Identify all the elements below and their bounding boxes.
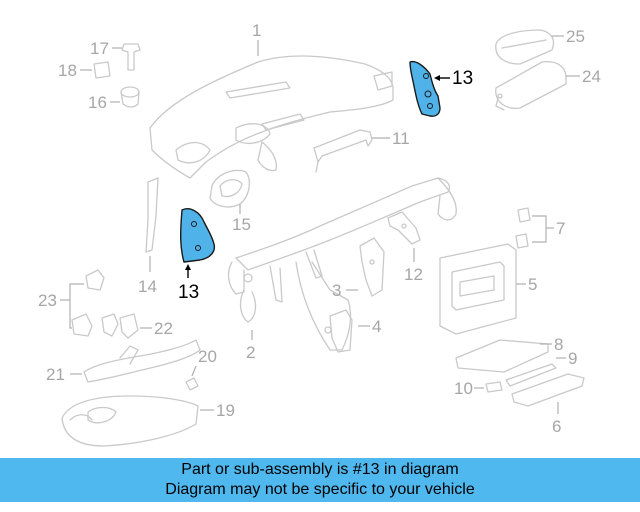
part-9-strip bbox=[505, 363, 557, 387]
part-5-center-bezel bbox=[439, 243, 517, 335]
callout-10: 10 bbox=[454, 379, 473, 398]
part-19-glove-box bbox=[61, 395, 199, 447]
part-3-bracket bbox=[359, 237, 385, 297]
callout-9: 9 bbox=[568, 349, 577, 368]
callout-25: 25 bbox=[566, 27, 585, 46]
banner-line-1: Part or sub-assembly is #13 in diagram bbox=[181, 461, 459, 478]
part-16-cup bbox=[120, 86, 140, 108]
banner-line-2: Diagram may not be specific to your vehi… bbox=[165, 481, 475, 498]
part-13-bracket-lower-highlighted bbox=[179, 208, 216, 263]
callout-6: 6 bbox=[552, 417, 561, 436]
callout-22: 22 bbox=[154, 319, 173, 338]
callout-18: 18 bbox=[58, 61, 77, 80]
part-dashboard bbox=[149, 55, 394, 179]
parts-diagram: 1 25 24 17 18 16 11 15 14 7 12 5 3 23 22… bbox=[38, 21, 601, 447]
callout-12: 12 bbox=[404, 265, 423, 284]
callout-20: 20 bbox=[198, 347, 217, 366]
part-17-clip bbox=[121, 43, 141, 71]
part-12-brace bbox=[387, 211, 421, 245]
part-4-support bbox=[329, 309, 353, 353]
callout-11: 11 bbox=[392, 129, 410, 148]
callout-1: 1 bbox=[252, 21, 261, 40]
callout-8: 8 bbox=[554, 335, 563, 354]
part-15-vent-duct bbox=[209, 169, 251, 208]
part-25-cover bbox=[495, 29, 555, 65]
callout-16: 16 bbox=[88, 93, 107, 112]
part-6-tray bbox=[511, 373, 585, 407]
callout-24: 24 bbox=[582, 67, 601, 86]
part-8-panel bbox=[455, 339, 549, 373]
callout-5: 5 bbox=[528, 275, 537, 294]
callout-14: 14 bbox=[138, 277, 157, 296]
callout-4: 4 bbox=[372, 317, 381, 336]
part-2-cross-beam bbox=[227, 177, 457, 351]
part-14-trim-pillar bbox=[145, 177, 159, 253]
part-13-bracket-upper-highlighted bbox=[409, 60, 441, 117]
callout-23: 23 bbox=[38, 291, 57, 310]
part-24-airbag-module bbox=[495, 60, 567, 111]
callout-13-lower: 13 bbox=[178, 282, 199, 303]
part-20-fastener bbox=[185, 377, 199, 391]
part-18-grommet bbox=[93, 61, 111, 79]
callout-17: 17 bbox=[90, 39, 109, 58]
callout-21: 21 bbox=[46, 365, 65, 384]
callout-7: 7 bbox=[556, 219, 565, 238]
part-23-brackets bbox=[71, 269, 105, 337]
info-banner: Part or sub-assembly is #13 in diagram D… bbox=[0, 458, 640, 502]
part-21-knee-panel bbox=[83, 339, 201, 383]
callout-19: 19 bbox=[216, 401, 235, 420]
part-10-clip bbox=[485, 381, 503, 393]
callout-15: 15 bbox=[232, 215, 251, 234]
part-7-clips bbox=[515, 207, 531, 249]
callout-3: 3 bbox=[332, 281, 341, 300]
callout-13-upper: 13 bbox=[452, 68, 473, 89]
part-11-bracket bbox=[313, 129, 373, 173]
part-22-clips bbox=[101, 313, 139, 339]
callout-2: 2 bbox=[246, 343, 255, 362]
